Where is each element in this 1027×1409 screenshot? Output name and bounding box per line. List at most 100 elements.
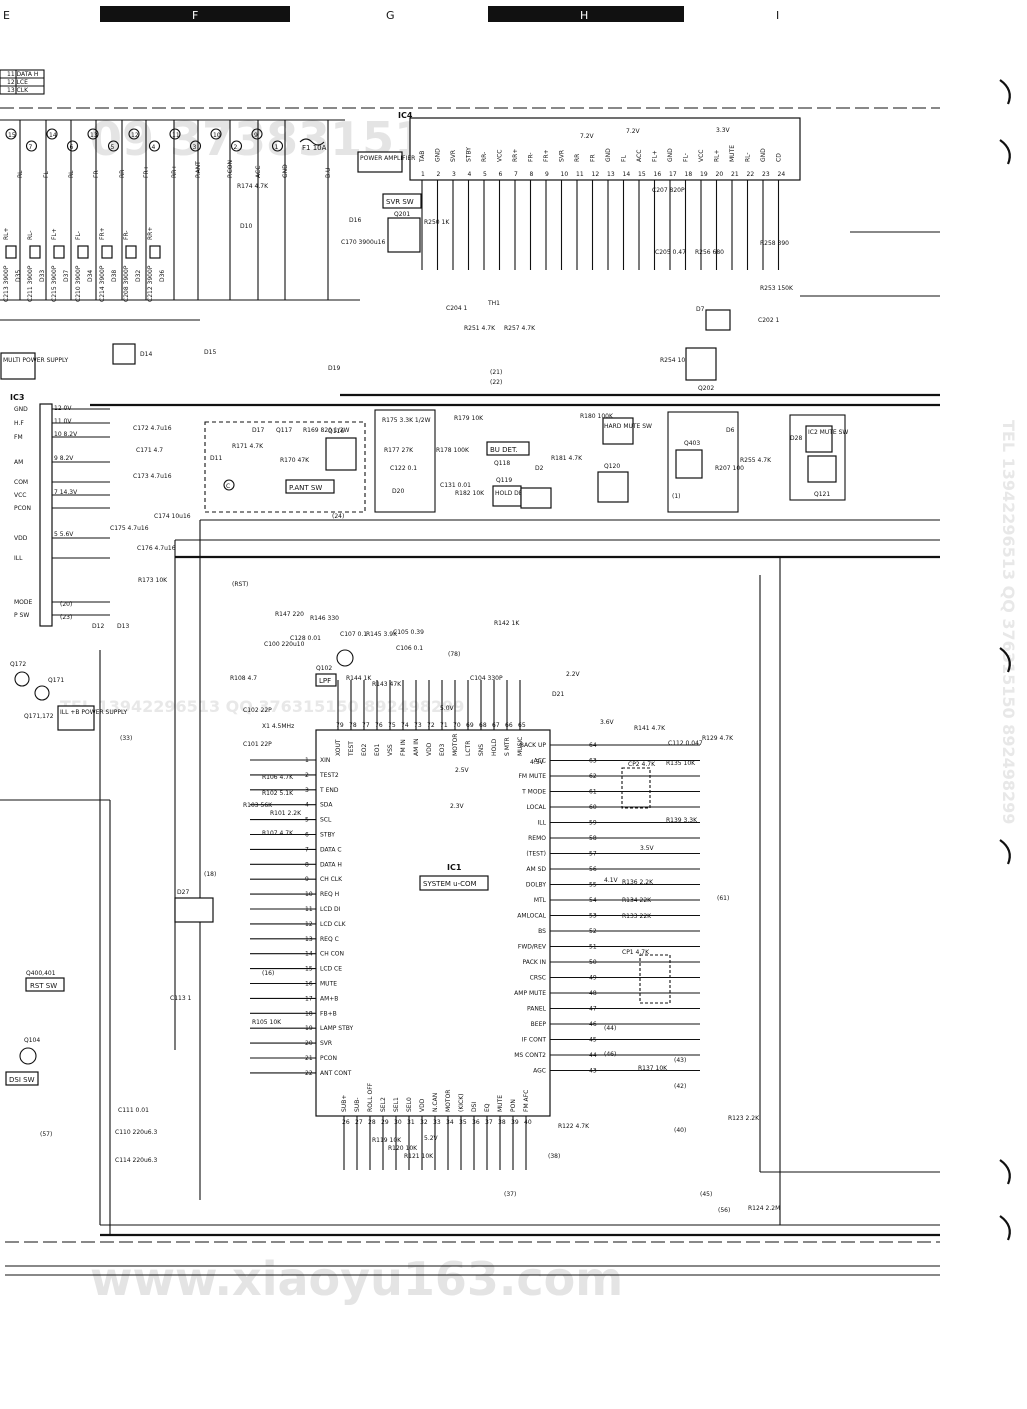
connector-pin-number: 5 [111, 144, 115, 151]
ic4-pin-label: RR- [481, 152, 488, 162]
ic1-left-pin-label: PCON [320, 1055, 337, 1062]
connector-pin-circle [5, 128, 17, 140]
c100-label: C100 220u10 [264, 641, 305, 648]
bu-det-block: BU DET. Q118 Q119 HOLD DET. R181 4.7K D2… [486, 413, 614, 509]
r106-label: R106 4.7K [262, 774, 294, 781]
ic1-bottom-pin-number: 39 [511, 1119, 519, 1126]
ic3-pin-label: COM [14, 479, 28, 486]
ic4-pin-label: RL- [745, 152, 752, 162]
ic4-pin-label: RL+ [714, 149, 721, 162]
wire-labels: (RST)(20)(23)(78)(21)(22)(24)(18)(16)(44… [40, 369, 730, 1214]
ic1-left-pin-label: SCL [320, 817, 332, 824]
conn-row-1: 11 DATA H [7, 71, 38, 78]
ic4-pin-number: 6 [499, 171, 503, 178]
ic1-top-pin-number: 74 [401, 722, 409, 729]
ic4-pin-label: RR+ [512, 149, 519, 162]
ic1-bottom-pin-label: FM AFC [523, 1090, 530, 1112]
ic1-left-pin-label: CH CLK [320, 876, 343, 883]
r257-label: R257 4.7K [504, 325, 536, 332]
ic1-top-pin-label: FM IN [400, 739, 407, 756]
connector-pin-circle [251, 128, 263, 140]
ic1-top-pin-number: 66 [505, 722, 513, 729]
connector-pin-number: 3 [193, 144, 197, 151]
ic3-pin-label: VCC [14, 492, 26, 499]
c176-label: C176 4.7u16 [137, 545, 176, 552]
diode-icon [77, 245, 89, 259]
ic1-left-pin-label: STBY [320, 832, 335, 839]
v-72-a: 7.2V [580, 133, 595, 140]
v-23: 2.3V [450, 803, 465, 810]
conn-row-2: 12 LCE [7, 79, 28, 86]
speaker-line-label: FL- [75, 231, 82, 240]
ic4-power-amplifier: IC4 POWER AMPLIFIER TAB1GND2SVR3STBY4RR-… [357, 111, 801, 270]
ic3-pin-label: GND [14, 406, 28, 413]
q400-401-label: Q400,401 [26, 970, 56, 977]
hold-det-label: HOLD DET. [495, 490, 527, 497]
r121-label: R121 10K [404, 1153, 434, 1160]
ic1-left-pin-label: DATA C [320, 846, 342, 853]
ic3-pin-label: PCON [14, 505, 31, 512]
r107-label: R107 4.7K [262, 830, 294, 837]
connector-pin-number: 1 [275, 144, 279, 151]
r120-label: R120 10K [388, 1145, 418, 1152]
r122-label: R122 4.7K [558, 1123, 590, 1130]
ic1-top-pin-label: SNS [478, 744, 485, 756]
ic1-top-pin-number: 67 [492, 722, 500, 729]
connector-pin-number: 4 [152, 144, 156, 151]
ic4-pin-label: FR+ [543, 149, 550, 162]
ic4-pin-number: 12 [592, 171, 600, 178]
connector-signal-label: FR- [93, 168, 100, 178]
connector-signal-label: B.U [325, 168, 332, 178]
d13-label: D13 [117, 623, 129, 630]
c171-label: C171 4.7 [136, 447, 163, 454]
ic1-left-pin-label: LCD DI [320, 906, 341, 913]
diode-icon [101, 245, 113, 259]
ic1-right-pin-label: PACK IN [522, 959, 546, 966]
ic1-left-pin-label: LAMP STBY [320, 1025, 354, 1032]
ic4-pin-number: 8 [530, 171, 534, 178]
ic3-label: IC3 [10, 393, 24, 402]
ic4-pin-label: GND [605, 148, 612, 162]
capacitor-label: C212 3900P [147, 265, 154, 302]
ic4-pin-label: FL+ [652, 150, 659, 162]
r182-label: R182 10K [455, 490, 485, 497]
ic3-v7: 7 14.3V [54, 489, 78, 496]
r258-label: R258 390 [760, 240, 789, 247]
ic1-top-pin-label: XOUT [335, 739, 342, 756]
c205-label: C205 0.47 [655, 249, 686, 256]
q171-label: Q171 [48, 677, 64, 684]
q119-label: Q119 [496, 477, 512, 484]
net-label: (24) [332, 513, 344, 520]
c107-label: C107 0.1 [340, 631, 367, 638]
net-label: (1) [672, 493, 681, 500]
ic1-right-pin-label: FM MUTE [518, 773, 546, 780]
capacitor-label: C213 3900P [3, 265, 10, 302]
connector-signal-label: RR- [119, 168, 126, 178]
connector-pin-number: 10 [213, 132, 221, 139]
r108-label: R108 4.7 [230, 675, 257, 682]
r133-label: R133 22K [622, 913, 652, 920]
ic1-bottom-pin-number: 29 [381, 1119, 389, 1126]
v-72-b: 7.2V [626, 128, 641, 135]
ic1-left-pin-label: MUTE [320, 981, 337, 988]
ic1-left-pin-label: ANT CONT [320, 1070, 352, 1077]
net-label: (78) [448, 651, 460, 658]
diode-icon [5, 245, 17, 259]
fuse-label: F1 10A [302, 144, 327, 152]
ill-power-supply-label: ILL +B POWER SUPPLY [60, 709, 128, 716]
speaker-line-label: RL- [27, 230, 34, 240]
v-25: 2.5V [455, 767, 470, 774]
net-label: (40) [674, 1127, 686, 1134]
connector-signal-label: GND [282, 164, 289, 178]
hard-mute-sw-block: HARD MUTE SW Q120 Q403 D6 R207 100 R255 … [597, 411, 772, 513]
diode-label: D34 [87, 270, 94, 282]
connector-pin-number: 7 [29, 144, 33, 151]
connector-pin-circle [210, 128, 222, 140]
speaker-line-label: FR- [123, 230, 130, 240]
ic4-pin-label: TAB [419, 151, 426, 163]
ic4-pin-number: 23 [762, 171, 770, 178]
